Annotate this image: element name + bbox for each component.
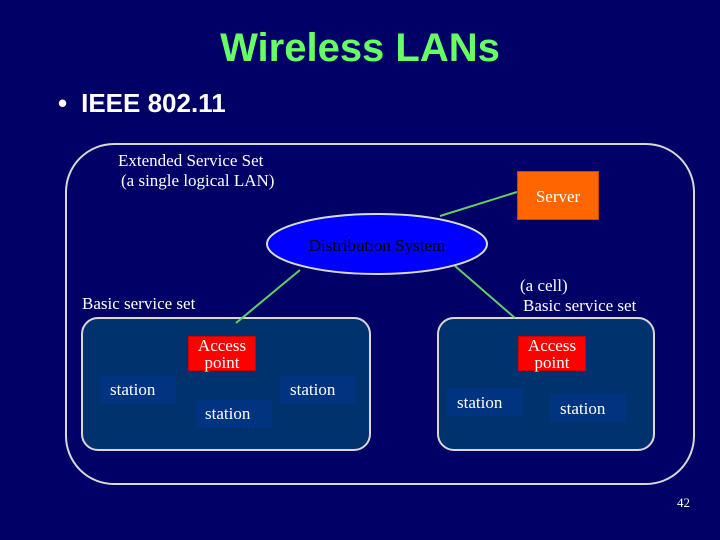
station-label: station [110, 380, 156, 399]
access-point-right-line2: point [534, 353, 570, 372]
access-point-left-line2: point [204, 353, 240, 372]
bss-right-label: Basic service set [523, 296, 637, 315]
distribution-system-ellipse [266, 213, 488, 275]
station-box [280, 376, 356, 404]
ess-sublabel: (a single logical LAN) [121, 171, 275, 190]
access-point-left: Access point [188, 336, 256, 371]
bullet-text: IEEE 802.11 [81, 88, 226, 118]
station-box [196, 400, 272, 428]
station-box [100, 376, 176, 404]
station-box [447, 388, 523, 416]
slide-title: Wireless LANs [220, 26, 500, 70]
line-server-ds [439, 191, 518, 217]
access-point-left-line1: Access [197, 336, 247, 355]
access-point-right: Access point [518, 336, 586, 371]
line-ds-bss-right [454, 265, 516, 319]
station-label: station [560, 399, 606, 418]
bullet-marker: • [58, 88, 68, 118]
ess-label: Extended Service Set [118, 151, 264, 170]
line-ds-bss-left [235, 269, 301, 324]
distribution-system-label: Distribution System [308, 236, 446, 255]
ess-boundary [65, 143, 695, 485]
bss-left-area [81, 317, 371, 451]
bullet-item: • IEEE 802.11 [58, 88, 226, 119]
station-label: station [290, 380, 336, 399]
station-box [550, 394, 626, 422]
bss-right-label-cell: (a cell) [520, 276, 568, 295]
page-number: 42 [677, 495, 690, 510]
server-box: Server [517, 171, 599, 220]
access-point-right-line1: Access [527, 336, 577, 355]
bss-left-label: Basic service set [82, 294, 196, 313]
station-label: station [457, 393, 503, 412]
station-label: station [205, 404, 251, 423]
